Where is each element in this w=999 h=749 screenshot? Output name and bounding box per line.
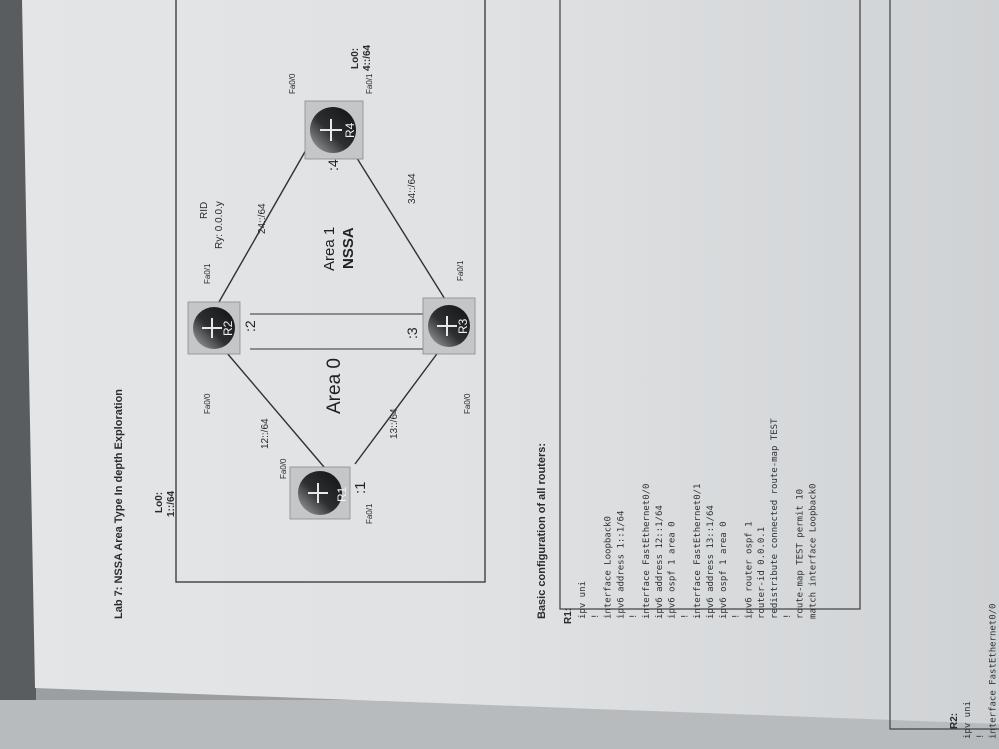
router-r3: R3 [422, 297, 476, 355]
config-line: ipv6 address 12::1/64 [655, 505, 665, 619]
config-line: ipv6 router ospf 1 [744, 521, 754, 619]
r1-lo-value: 1::/64 [166, 490, 177, 517]
link-r1-r2 [214, 338, 331, 475]
config-line: ! [732, 614, 742, 619]
config-line: ! [783, 614, 793, 619]
link-label-12: 12::/64 [260, 418, 271, 449]
area1-label: Area 1 [321, 227, 338, 271]
rid-label: RID [199, 202, 210, 219]
area0-label: Area 0 [324, 358, 345, 414]
config-line: interface FastEthernet0/1 [693, 484, 703, 619]
config-line: interface FastEthernet0/0 [989, 604, 999, 739]
router-r1: R1 [289, 466, 351, 520]
config-line: ipv uni [963, 701, 973, 739]
r2-suffix: :2 [242, 320, 258, 332]
r4-fa01: Fa0/1 [365, 73, 374, 94]
lab-title: Lab 7: NSSA Area Type In depth Explorati… [113, 389, 125, 619]
r1-lo-label: Lo0: [154, 492, 165, 513]
r2-fa00: Fa0/0 [203, 393, 212, 414]
link-r2-r4 [214, 128, 319, 310]
config-line: ipv6 ospf 1 area 0 [668, 521, 678, 619]
nssa-label: NSSA [340, 227, 357, 269]
config-line: ! [680, 614, 690, 619]
r2-heading: R2: [949, 713, 960, 729]
link-label-34: 34::/64 [407, 173, 418, 204]
config-box-r1 [559, 0, 861, 610]
config-line: redistribute connected route-map TEST [770, 418, 780, 619]
r3-fa01: Fa0/1 [456, 260, 465, 281]
config-line: ipv6 ospf 1 area 0 [719, 521, 729, 619]
r3-fa00: Fa0/0 [463, 393, 472, 414]
router-r4-name: R4 [343, 122, 357, 138]
config-line: ipv uni [578, 581, 588, 619]
r1-fa00: Fa0/0 [279, 458, 288, 479]
config-line: ! [629, 614, 639, 619]
config-line: interface FastEthernet0/0 [642, 484, 652, 619]
r4-lo-label: Lo0: [350, 48, 361, 69]
topology-frame [175, 0, 486, 583]
rid-value: Ry: 0.0.0.y [214, 201, 225, 249]
r2-fa01: Fa0/1 [203, 263, 212, 284]
config-line: ! [976, 734, 986, 739]
paper-page [22, 0, 999, 724]
config-line: interface Loopback0 [604, 516, 614, 619]
link-r3-r4 [344, 138, 449, 305]
router-r4: R4 [304, 100, 364, 160]
r4-suffix: :4 [325, 159, 341, 171]
router-r2: R2 [187, 301, 241, 355]
router-r3-name: R3 [456, 318, 470, 334]
config-line: ! [591, 614, 601, 619]
config-line: match interface Loopback0 [808, 484, 818, 619]
link-r1-r3 [354, 338, 449, 465]
config-box-r2 [889, 0, 999, 730]
router-r1-name: R1 [335, 486, 349, 502]
r2-config-block: ipv uni!interface FastEthernet0/0 [963, 604, 999, 739]
r1-fa01: Fa0/1 [365, 503, 374, 524]
config-line: ipv6 address 1::1/64 [616, 511, 626, 619]
page-content: Lab 7: NSSA Area Type In depth Explorati… [113, 0, 999, 739]
link-label-13: 13::/64 [389, 408, 400, 439]
router-r2-name: R2 [221, 320, 235, 336]
r4-lo-value: 4::/64 [362, 44, 373, 71]
r1-heading: R1: [563, 608, 574, 624]
r1-suffix: :1 [352, 481, 369, 494]
config-line: router-id 0.0.0.1 [757, 527, 767, 619]
basic-config-heading: Basic configuration of all routers: [536, 443, 548, 619]
r4-fa00: Fa0/0 [288, 73, 297, 94]
config-line: ipv6 address 13::1/64 [706, 505, 716, 619]
link-label-24: 24::/64 [257, 203, 268, 234]
config-line: route-map TEST permit 10 [796, 489, 806, 619]
r3-suffix: :3 [404, 327, 420, 339]
r1-config-block: ipv uni!interface Loopback0 ipv6 address… [578, 418, 818, 619]
